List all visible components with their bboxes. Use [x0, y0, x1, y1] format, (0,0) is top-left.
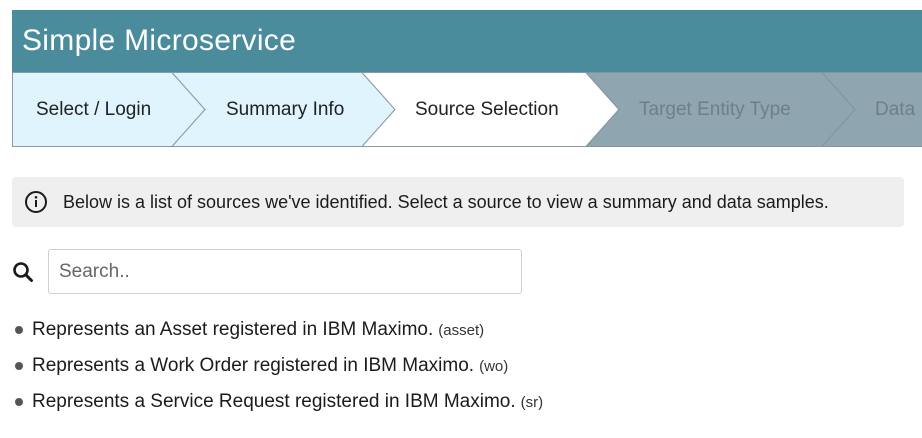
source-list: Represents an Asset registered in IBM Ma…	[14, 312, 543, 420]
source-code: (wo)	[479, 358, 509, 375]
step-select-login[interactable]: Select / Login	[36, 99, 152, 120]
step-source-selection[interactable]: Source Selection	[415, 99, 559, 120]
source-item-wo[interactable]: Represents a Work Order registered in IB…	[14, 348, 543, 384]
source-description: Represents a Service Request registered …	[32, 391, 516, 412]
step-target-entity-type: Target Entity Type	[639, 99, 791, 120]
bullet	[15, 362, 23, 370]
source-item-sr[interactable]: Represents a Service Request registered …	[14, 384, 543, 420]
wizard-steps: Select / Login Summary Info Source Selec…	[12, 72, 922, 147]
info-circle-icon	[25, 191, 47, 213]
search-icon	[13, 262, 33, 282]
search-input[interactable]	[48, 249, 522, 294]
source-item-asset[interactable]: Represents an Asset registered in IBM Ma…	[14, 312, 543, 348]
bullet	[15, 326, 23, 334]
bullet	[15, 398, 23, 406]
step-data: Data	[875, 99, 916, 120]
source-code: (sr)	[520, 394, 544, 411]
info-banner: Below is a list of sources we've identif…	[12, 177, 904, 227]
step-summary-info[interactable]: Summary Info	[226, 99, 345, 120]
wizard-steps-graphic	[12, 72, 922, 147]
source-code: (asset)	[438, 322, 485, 339]
step-shape-data	[820, 72, 922, 147]
search-row	[12, 249, 532, 294]
info-text: Below is a list of sources we've identif…	[63, 191, 829, 212]
app-title: Simple Microservice	[22, 24, 297, 57]
source-description: Represents an Asset registered in IBM Ma…	[32, 319, 434, 340]
app-header: Simple Microservice	[12, 10, 922, 72]
source-description: Represents a Work Order registered in IB…	[32, 355, 475, 376]
